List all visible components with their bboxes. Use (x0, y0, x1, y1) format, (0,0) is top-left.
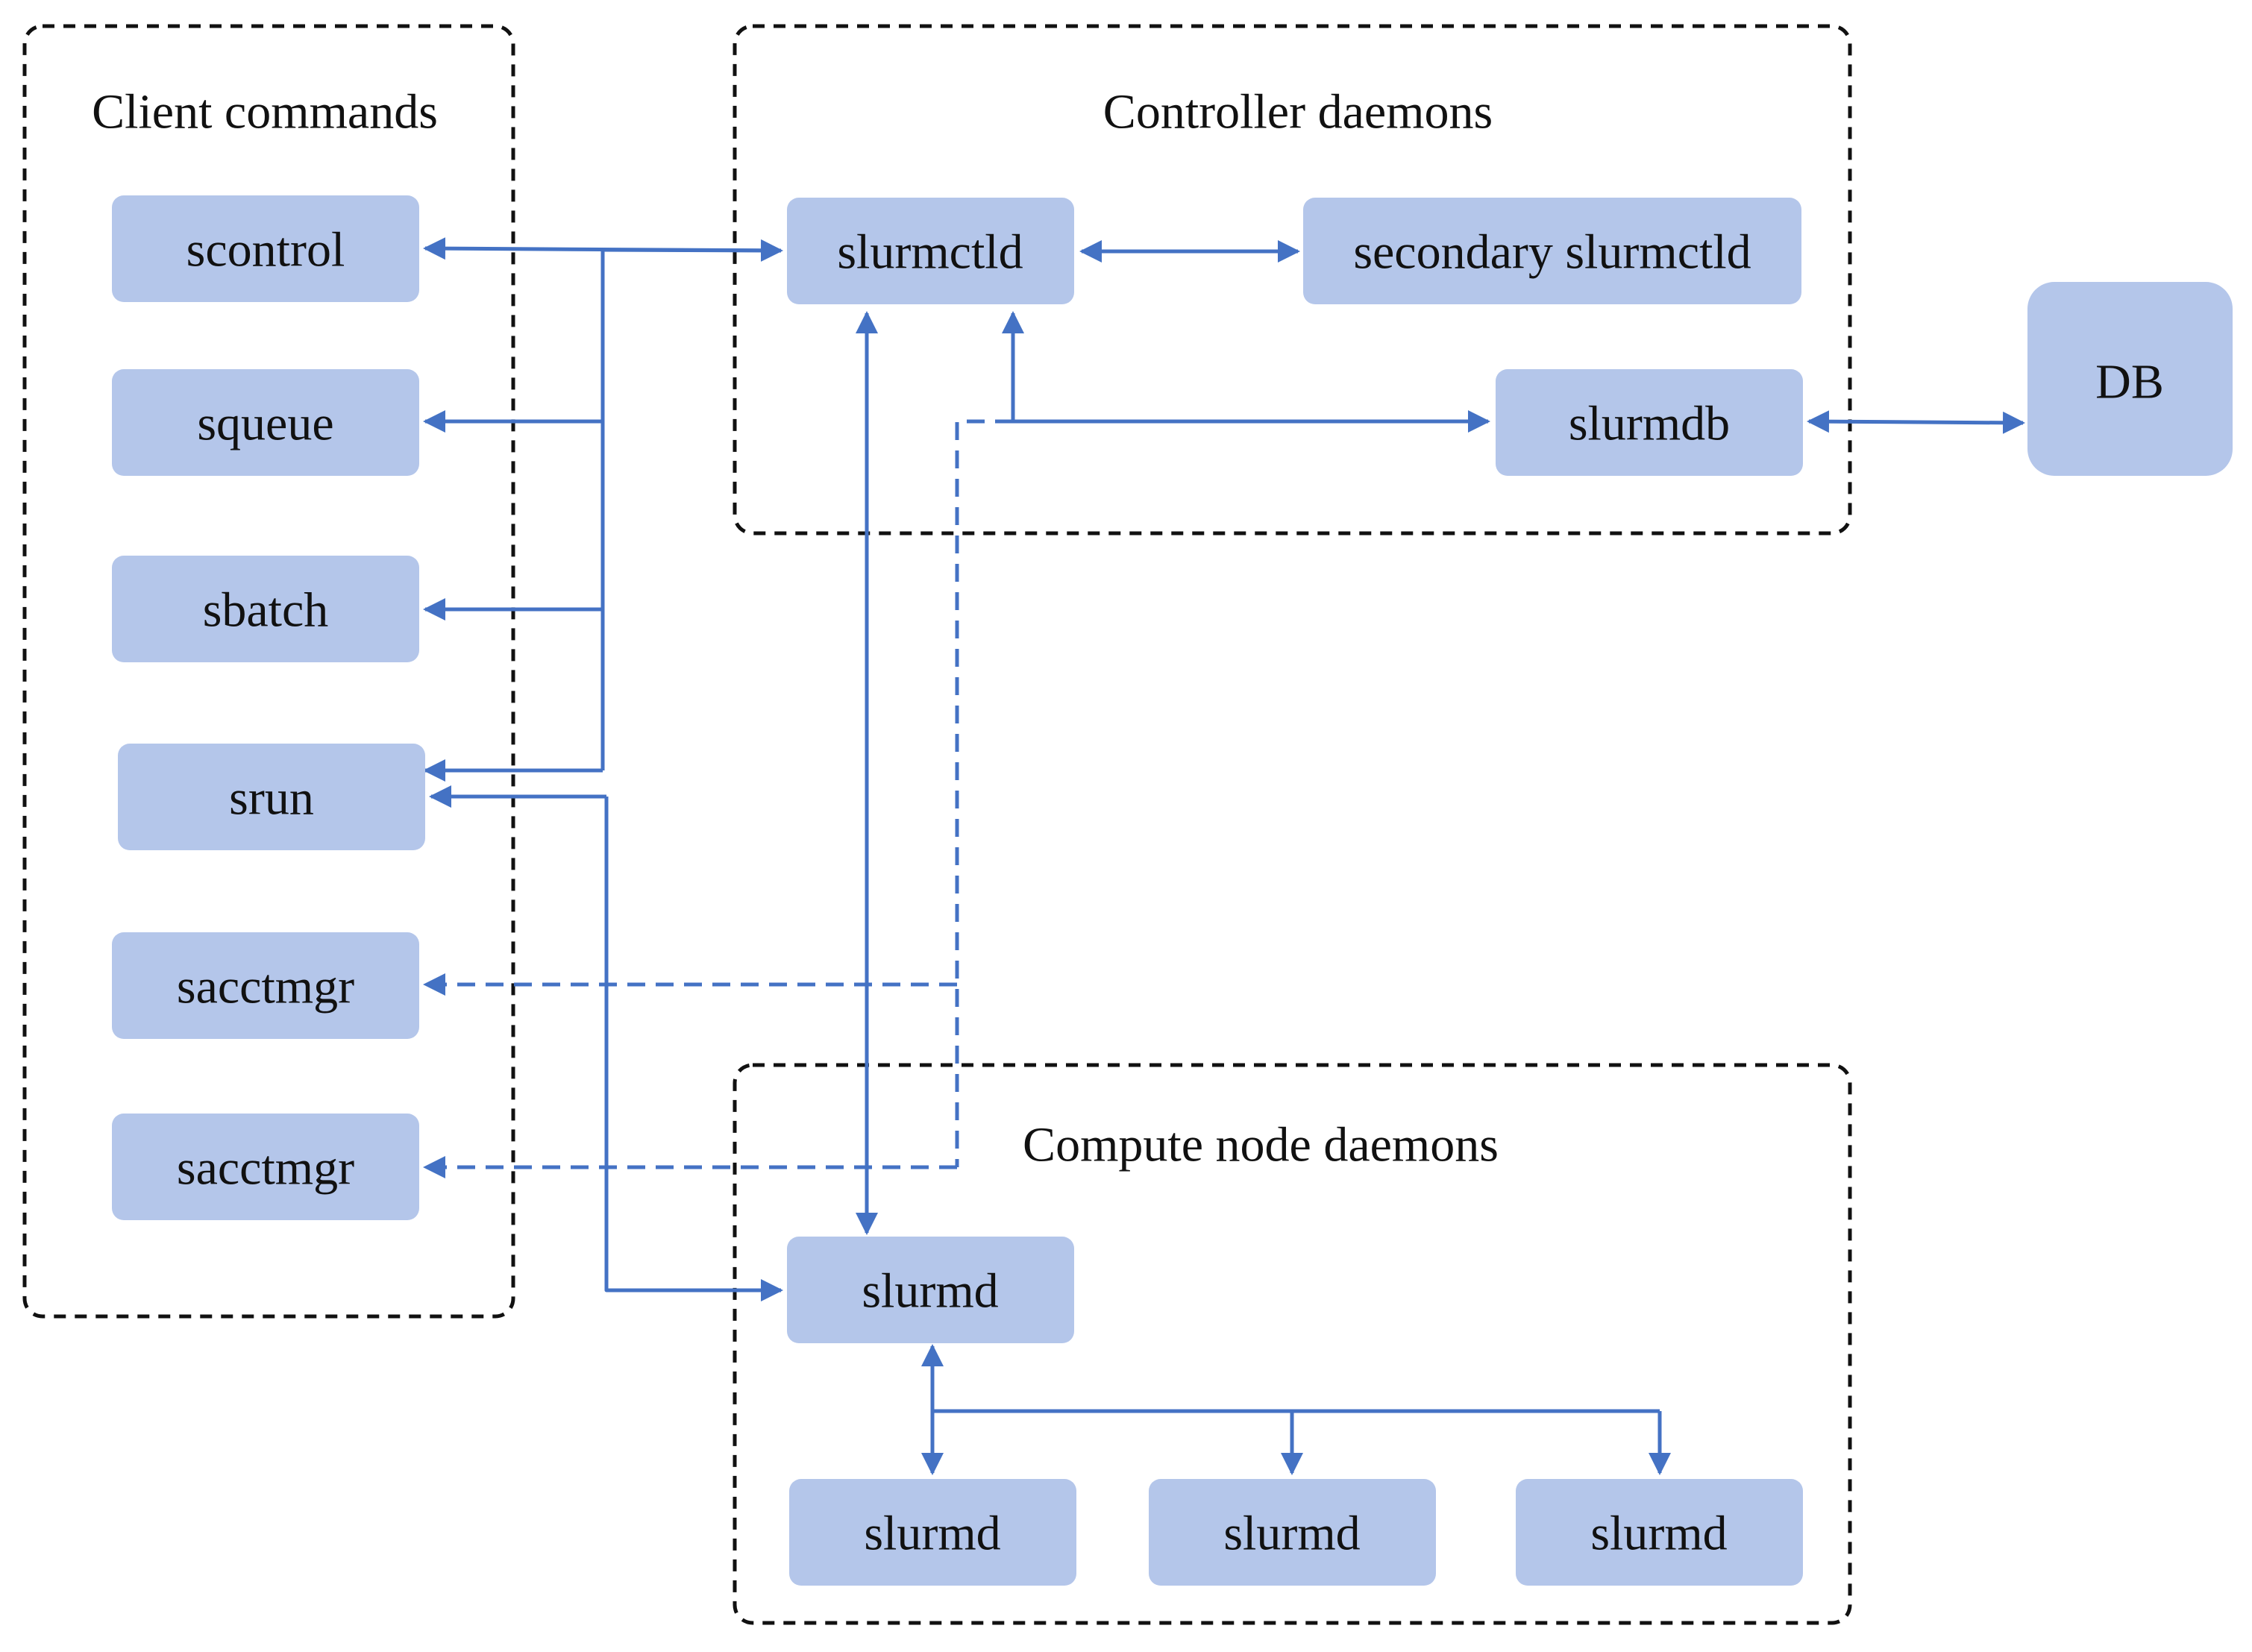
secondary-slurmctld-label: secondary slurmctld (1353, 225, 1751, 280)
slurmd-1-label: slurmd (864, 1507, 1000, 1561)
squeue-label: squeue (197, 397, 333, 451)
client-commands-title: Client commands (92, 85, 438, 139)
sacctmgr-2-box (112, 1114, 419, 1220)
conn-slurmctld-slurmdb (1002, 311, 1490, 433)
group-controller-daemons: Controller daemons (733, 24, 1852, 536)
node-slurmd-main[interactable]: slurmd (787, 1237, 1074, 1343)
node-sacctmgr-1[interactable]: sacctmgr (112, 932, 419, 1039)
group-client-commands: Client commands (22, 24, 515, 1319)
node-slurmd-1[interactable]: slurmd (789, 1479, 1076, 1586)
node-squeue[interactable]: squeue (112, 369, 419, 476)
conn-scontrol-slurmctld (602, 239, 783, 262)
scontrol-label: scontrol (186, 223, 345, 277)
slurmctld-box (787, 198, 1074, 304)
conn-slurmdb-sacctmgr-trunk (955, 419, 1013, 1167)
slurmd-3-label: slurmd (1590, 1507, 1727, 1561)
client-commands-border (22, 24, 515, 1319)
sacctmgr-2-label: sacctmgr (177, 1141, 354, 1196)
conn-srun-slurmd (604, 797, 783, 1301)
slurmd-1-box (789, 1479, 1076, 1586)
node-slurmctld[interactable]: slurmctld (787, 198, 1074, 304)
db-box (2027, 282, 2233, 476)
group-compute-node-daemons: Compute node daemons (733, 1063, 1852, 1625)
node-srun[interactable]: srun (118, 744, 425, 850)
slurmd-2-label: slurmd (1223, 1507, 1360, 1561)
node-db[interactable]: DB (2027, 282, 2233, 476)
controller-daemons-title: Controller daemons (1103, 85, 1493, 139)
connectors (423, 237, 2025, 1475)
sbatch-box (112, 556, 419, 662)
slurmdb-label: slurmdb (1569, 397, 1730, 451)
slurmdb-box (1496, 369, 1803, 476)
conn-slurmdb-db (1807, 410, 2025, 434)
db-label: DB (2095, 355, 2164, 409)
node-slurmdb[interactable]: slurmdb (1496, 369, 1803, 476)
secondary-slurmctld-box (1303, 198, 1801, 304)
slurmd-2-box (1149, 1479, 1436, 1586)
slurmd-3-box (1516, 1479, 1803, 1586)
compute-node-daemons-title: Compute node daemons (1023, 1118, 1499, 1172)
sacctmgr-1-label: sacctmgr (177, 960, 354, 1014)
slurmd-main-box (787, 1237, 1074, 1343)
compute-node-daemons-border (733, 1063, 1852, 1625)
squeue-box (112, 369, 419, 476)
scontrol-box (112, 195, 419, 302)
slurmd-main-label: slurmd (862, 1264, 998, 1319)
controller-daemons-border (733, 24, 1852, 536)
node-sbatch[interactable]: sbatch (112, 556, 419, 662)
sacctmgr-1-box (112, 932, 419, 1039)
slurmctld-label: slurmctld (837, 225, 1023, 280)
srun-box (118, 744, 425, 850)
node-sacctmgr-2[interactable]: sacctmgr (112, 1114, 419, 1220)
node-slurmd-2[interactable]: slurmd (1149, 1479, 1436, 1586)
node-scontrol[interactable]: scontrol (112, 195, 419, 302)
sbatch-label: sbatch (203, 583, 329, 638)
node-secondary-slurmctld[interactable]: secondary slurmctld (1303, 198, 1801, 304)
node-slurmd-3[interactable]: slurmd (1516, 1479, 1803, 1586)
srun-label: srun (229, 771, 314, 826)
